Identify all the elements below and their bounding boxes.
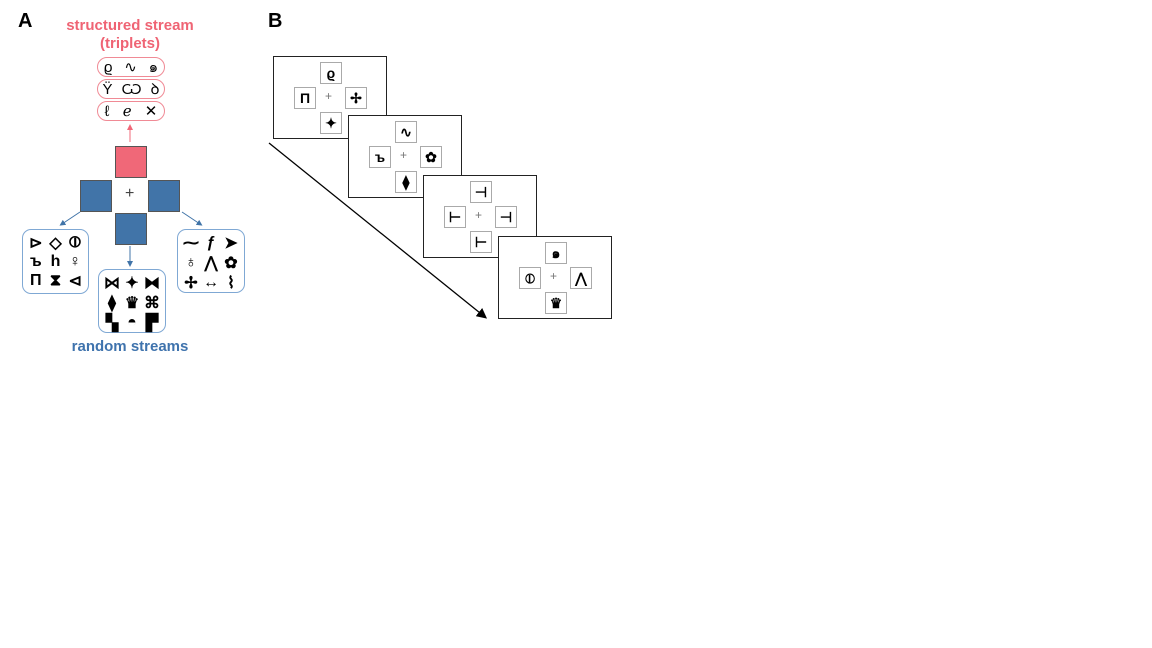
fixation-cross: + <box>400 148 408 162</box>
glyph-left: ⦶ <box>519 267 541 289</box>
arrow-to-right-stream <box>181 211 203 226</box>
glyph-right: ✢ <box>345 87 367 109</box>
glyph-bottom: ♛ <box>545 292 567 314</box>
random-glyph: ♀ <box>69 253 82 270</box>
glyph-top: ๑ <box>545 242 567 264</box>
random-glyph: ⊲ <box>68 273 82 290</box>
triplet-glyph: ℓ <box>104 102 110 120</box>
random-streams-title: random streams <box>71 338 189 355</box>
random-glyph: ⧓ <box>144 275 160 292</box>
glyph-left: Π <box>294 87 316 109</box>
glyph-top: ϱ <box>320 62 342 84</box>
random-location-left <box>80 180 112 212</box>
random-glyph: ♁ <box>185 254 197 271</box>
glyph-top: ∿ <box>395 121 417 143</box>
random-glyph: ⌇ <box>227 275 235 292</box>
triplet-glyph: Ѡ <box>121 80 142 98</box>
triplet-glyph: ๑ <box>148 58 159 76</box>
random-glyph: ⌘ <box>144 295 160 312</box>
random-glyph: ⊳ <box>29 235 43 252</box>
structured-stream-title: structured stream <box>66 17 194 34</box>
random-glyph: ▛ <box>145 315 159 332</box>
random-glyph: ⦶ <box>69 234 81 251</box>
random-glyph: h <box>50 253 61 270</box>
stimulus-frame: ๑⦶ ⋀♛ + <box>498 236 612 319</box>
random-glyph: ƒ <box>206 234 216 251</box>
glyph-bottom: ✦ <box>320 112 342 134</box>
glyph-left: ⊢ <box>444 206 466 228</box>
fixation-cross: + <box>550 269 558 283</box>
random-glyph: ⧗ <box>49 272 62 289</box>
triplet-glyph: ꝺ <box>150 80 160 98</box>
glyph-right: ⊣ <box>495 206 517 228</box>
random-glyph: ✢ <box>184 275 198 292</box>
structured-location-square <box>115 146 147 178</box>
triplet-glyph: ϱ <box>103 58 113 76</box>
glyph-bottom: ⊢ <box>470 231 492 253</box>
panel-b-label: B <box>268 10 283 32</box>
triplet-glyph: Ϋ <box>102 80 113 98</box>
arrows-a <box>59 124 203 267</box>
random-glyph: ➤ <box>224 235 238 252</box>
random-glyph: ↔ <box>203 274 219 291</box>
random-glyph: ⁓ <box>183 235 199 252</box>
random-glyph: ♛ <box>124 295 140 312</box>
structured-stream-subtitle: (triplets) <box>100 35 160 52</box>
random-glyph: ъ <box>29 253 42 270</box>
random-stream-right: ⁓ ƒ ➤ ♁ ⋀ ✿ ✢ ↔ ⌇ <box>177 229 245 293</box>
glyph-right: ✿ <box>420 146 442 168</box>
triplet-glyph: ∿ <box>124 58 137 76</box>
triplet-glyph: ✕ <box>144 102 158 120</box>
random-glyph: ⋀ <box>204 255 218 272</box>
random-location-bottom <box>115 213 147 245</box>
glyph-left: ъ <box>369 146 391 168</box>
triplet-glyph: ℯ <box>122 102 132 120</box>
random-glyph: Π <box>30 272 42 289</box>
fixation-cross: + <box>325 89 333 103</box>
time-arrow <box>268 142 488 319</box>
random-glyph: ⧫ <box>108 295 116 312</box>
fixation-cross: + <box>475 208 483 222</box>
stimulus-frame: ∿ъ ✿⧫ + <box>348 115 462 198</box>
arrow-to-left-stream <box>59 211 81 226</box>
random-glyph: ✦ <box>125 275 139 292</box>
glyph-bottom: ⧫ <box>395 171 417 193</box>
panel-a-label: A <box>18 10 33 32</box>
fixation-cross: + <box>125 185 135 202</box>
random-glyph: ✿ <box>224 255 238 272</box>
triplet: ϱ ∿ ๑ <box>97 57 165 77</box>
random-location-right <box>148 180 180 212</box>
random-glyph: ⋈ <box>104 275 120 292</box>
random-stream-middle: ⋈ ✦ ⧓ ⧫ ♛⌘ ▚ ◓ ▛ <box>98 269 166 333</box>
random-glyph: ▚ <box>105 315 119 332</box>
random-glyph: ◇ <box>49 235 62 252</box>
random-glyph: ◓ <box>127 314 137 331</box>
glyph-top: ⊣ <box>470 181 492 203</box>
glyph-right: ⋀ <box>570 267 592 289</box>
